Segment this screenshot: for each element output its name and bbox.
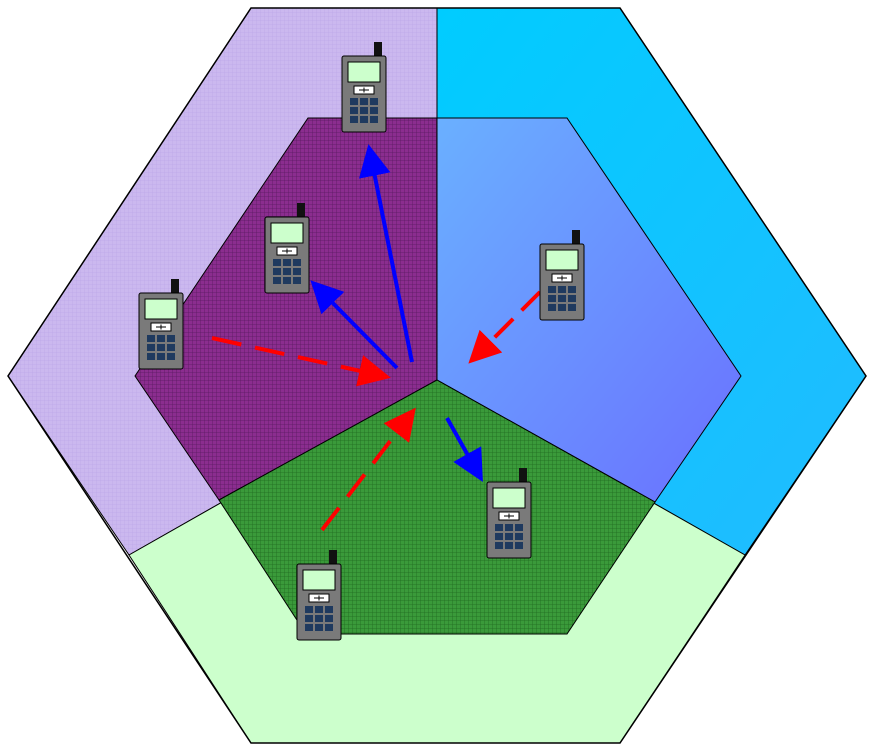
inner-sector-right bbox=[436, 117, 742, 503]
mobile-phone-icon bbox=[539, 229, 585, 321]
outer-hexagon-outline bbox=[7, 7, 867, 744]
uplink-arrow-left bbox=[211, 336, 391, 387]
arrows-layer bbox=[211, 144, 542, 532]
downlink-arrow-bottom-right bbox=[445, 417, 483, 482]
mobile-phone-icon bbox=[486, 467, 532, 559]
uplink-arrow-right bbox=[468, 290, 542, 364]
downlink-arrow-top bbox=[359, 144, 414, 363]
downlink-arrow-left bbox=[310, 280, 399, 370]
mobile-phone-icon bbox=[296, 549, 342, 641]
mobile-phone-icon bbox=[341, 41, 387, 133]
uplink-arrow-bottom bbox=[320, 407, 416, 532]
mobile-phone-icon bbox=[138, 278, 184, 370]
mobile-phone-icon bbox=[264, 202, 310, 294]
